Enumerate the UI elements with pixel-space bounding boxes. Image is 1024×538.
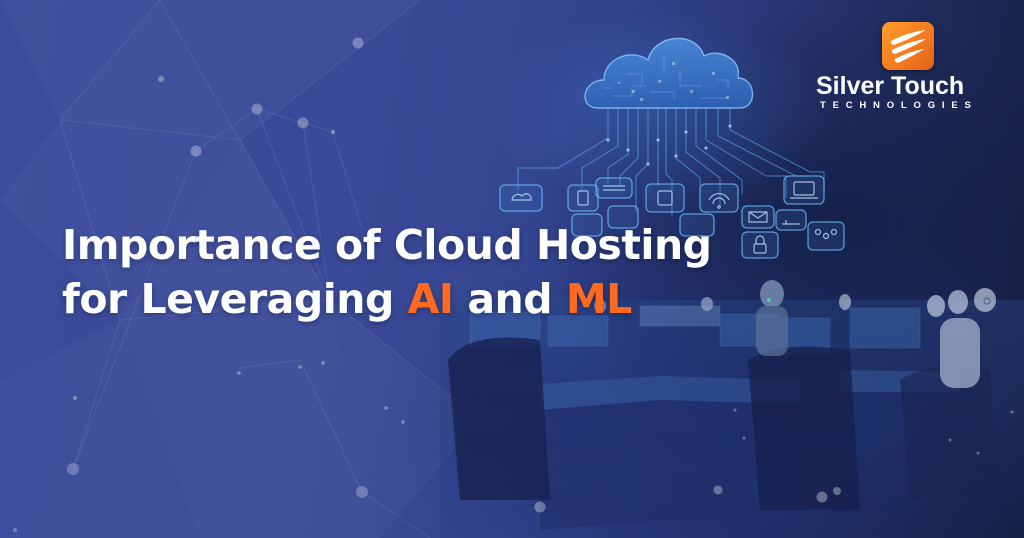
speed-stripes-icon (890, 30, 926, 63)
headline-accent-ai: AI (407, 275, 455, 323)
ai-chip-icon (645, 183, 685, 213)
company-logo: Silver Touch TECHNOLOGIES (806, 22, 1012, 112)
headline-line-2-prefix: for Leveraging (62, 275, 408, 323)
robot-control-room (440, 280, 1024, 538)
headline-accent-ml: ML (565, 275, 632, 323)
gear-icon (679, 213, 715, 237)
mail-icon (741, 205, 775, 229)
laptop-icon (783, 175, 825, 205)
logo-name: Silver Touch (816, 72, 965, 100)
headline-line-1: Importance of Cloud Hosting (62, 221, 712, 269)
location-pins-icon (807, 221, 845, 251)
headline-line-2-mid: and (453, 275, 566, 323)
grid-icon (571, 213, 603, 237)
database-icon (607, 205, 639, 229)
logo-mark (882, 22, 934, 70)
lock-icon (741, 231, 779, 259)
logo-tagline: TECHNOLOGIES (820, 100, 978, 111)
router-icon (775, 209, 807, 231)
tablet-icon (567, 184, 599, 212)
headline: Importance of Cloud Hosting for Leveragi… (62, 218, 712, 326)
circuit-cloud-icon (584, 37, 754, 109)
server-rack-icon (595, 177, 633, 199)
cloud-icon (499, 184, 543, 212)
